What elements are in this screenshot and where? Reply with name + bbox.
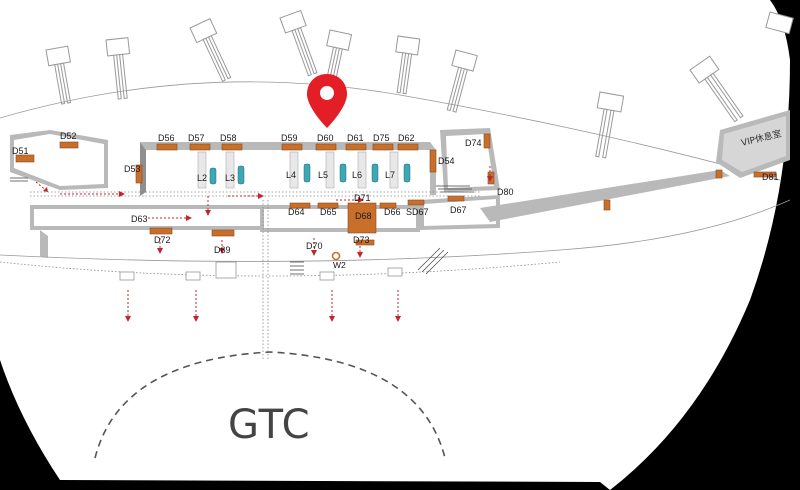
route-arrows [35, 166, 493, 322]
gate-blocks [15, 133, 777, 246]
gate-label: SD67 [406, 207, 429, 217]
lounge-dividers [197, 151, 399, 189]
gate-label: D68 [355, 211, 372, 221]
stairs [10, 177, 474, 275]
gate-label: D80 [497, 187, 514, 197]
lounge-label: L2 [197, 173, 207, 183]
lounge-label: L4 [286, 170, 296, 180]
lounge-label: L6 [352, 170, 362, 180]
w2-marker: W2 [331, 251, 346, 270]
kiosks [209, 163, 411, 185]
corridor-edge [0, 199, 791, 262]
gate-label: D67 [450, 205, 467, 215]
gate-label: D66 [384, 207, 401, 217]
gate-label: D63 [131, 214, 148, 224]
gate-label: D53 [124, 164, 141, 174]
lounge-labels: L2 L3 L4 L5 L6 L7 [197, 170, 395, 183]
gate-label: D81 [762, 172, 779, 182]
gate-label: D64 [288, 207, 305, 217]
lounge-label: L3 [225, 173, 235, 183]
lounge-label: L5 [318, 170, 328, 180]
gate-label: D65 [320, 207, 337, 217]
gate-label: D54 [438, 156, 455, 166]
gate-label: D56 [158, 133, 175, 143]
lounge-label: L7 [385, 170, 395, 180]
pier-group [45, 9, 794, 159]
gate-label: D58 [220, 133, 237, 143]
gate-labels: D56 D57 D58 D59 D60 D61 D75 D62 D51 D52 … [12, 131, 779, 255]
gate-label: D57 [188, 133, 205, 143]
curb-boxes [119, 261, 403, 281]
gate-label: D60 [317, 133, 334, 143]
gate-label: D74 [465, 138, 482, 148]
gate-label: D61 [347, 133, 364, 143]
restroom-icon [331, 251, 341, 261]
gate-label: D52 [60, 131, 77, 141]
gate-label: D59 [281, 133, 298, 143]
gtc-outline [94, 351, 446, 459]
gate-label: D71 [354, 193, 371, 203]
gate-label: D72 [154, 235, 171, 245]
gate-label: D62 [398, 133, 415, 143]
gtc-label: GTC [228, 402, 311, 448]
gate-label: D70 [306, 241, 323, 251]
gate-label: D69 [214, 245, 231, 255]
gate-label: D75 [373, 133, 390, 143]
gate-label: D73 [353, 235, 370, 245]
walkways [0, 191, 561, 360]
apron-edge [0, 81, 781, 181]
outer-mask-right [610, 0, 800, 490]
w2-label: W2 [333, 260, 346, 270]
gate-label: D51 [12, 146, 29, 156]
location-pin-icon[interactable] [307, 74, 347, 128]
